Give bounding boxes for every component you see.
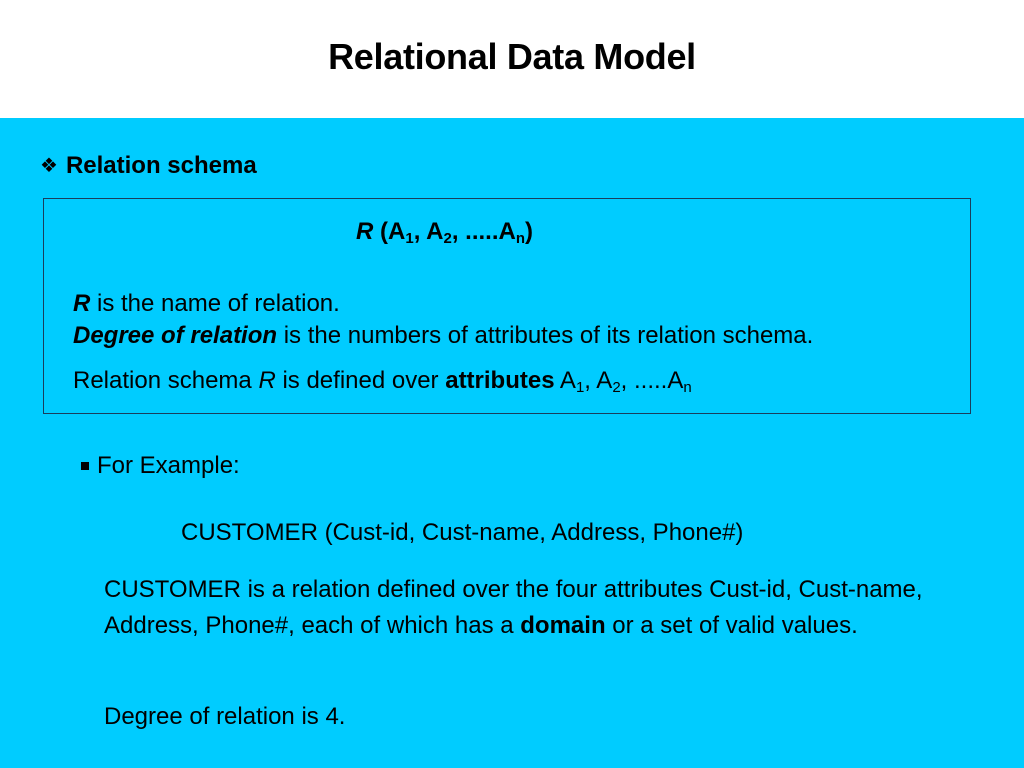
- description-text: CUSTOMER is a relation defined over the …: [104, 576, 923, 639]
- line-text: is the numbers of attributes of its rela…: [277, 322, 814, 349]
- example-label: For Example:: [97, 452, 240, 479]
- formula-subscript: 2: [443, 230, 452, 247]
- attr-subscript: 2: [612, 379, 621, 396]
- formula-subscript: n: [515, 230, 525, 247]
- formula-subscript: 1: [405, 230, 414, 247]
- schema-definition-box: [43, 198, 971, 414]
- domain-term: domain: [520, 612, 606, 639]
- line-text: is defined over: [275, 367, 446, 394]
- example-bullet: For Example:: [81, 452, 240, 480]
- title-band: [0, 0, 1024, 118]
- diamond-bullet-icon: ❖: [40, 155, 58, 177]
- customer-schema: CUSTOMER (Cust-id, Cust-name, Address, P…: [181, 519, 744, 546]
- formula-part: , A: [413, 218, 444, 245]
- relation-name-line: R is the name of relation.: [73, 290, 340, 318]
- attributes-line: Relation schema R is defined over attrib…: [73, 367, 692, 395]
- square-bullet-icon: [81, 462, 89, 470]
- description-text: or a set of valid values.: [605, 612, 858, 639]
- relation-symbol: R: [258, 367, 276, 394]
- formula-part: (A: [380, 218, 406, 245]
- formula-relation-name: R: [356, 218, 374, 245]
- formula-part: ): [525, 218, 533, 245]
- customer-description: CUSTOMER is a relation defined over the …: [104, 572, 984, 644]
- schema-formula: R (A1, A2, .....An): [356, 218, 533, 246]
- attr-subscript: n: [683, 379, 692, 396]
- relation-symbol: R: [73, 290, 91, 317]
- degree-term: Degree of relation: [73, 322, 278, 349]
- section-heading-text: Relation schema: [65, 152, 257, 179]
- line-text: , A: [584, 367, 613, 394]
- attr-subscript: 1: [575, 379, 585, 396]
- formula-part: , .....A: [451, 218, 516, 245]
- degree-definition-line: Degree of relation is the numbers of att…: [73, 322, 813, 350]
- line-text: is the name of relation.: [90, 290, 340, 317]
- section-heading: ❖ Relation schema: [40, 152, 257, 180]
- content-area: [0, 118, 1024, 768]
- degree-statement: Degree of relation is 4.: [104, 703, 346, 730]
- line-text: A: [554, 367, 576, 394]
- attributes-term: attributes: [445, 367, 555, 394]
- line-text: Relation schema: [73, 367, 259, 394]
- line-text: , .....A: [620, 367, 684, 394]
- slide-title: Relational Data Model: [328, 36, 696, 77]
